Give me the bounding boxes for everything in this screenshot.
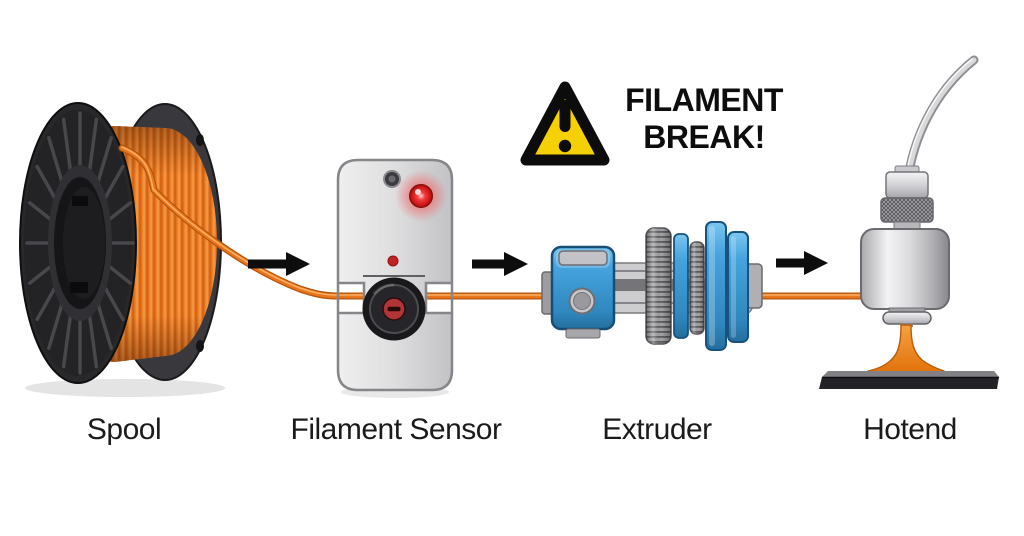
- hotend-body: [860, 228, 950, 310]
- component-label-hotend: Hotend: [863, 413, 957, 446]
- sensor-led-icon: [409, 184, 433, 208]
- extruder-gears: [645, 221, 749, 351]
- arrow-right-icon: [776, 251, 828, 275]
- arrow-right-icon: [248, 252, 310, 276]
- warning-line-2: BREAK!: [643, 119, 765, 155]
- component-label-spool: Spool: [86, 413, 162, 446]
- hotend-knurled-nut: [880, 197, 934, 223]
- molten-filament-stream: [867, 324, 945, 375]
- filament-path: [118, 144, 554, 300]
- warning-triangle-icon: [520, 81, 610, 166]
- warning-line-1: FILAMENT: [625, 82, 783, 118]
- component-label-extruder: Extruder: [602, 413, 712, 446]
- arrow-right-icon: [472, 252, 528, 276]
- filament-path-to-hotend: [748, 292, 870, 300]
- hotend-illustration: [819, 55, 999, 389]
- sensor-knob: [362, 277, 426, 341]
- extruder-motor: [550, 245, 616, 339]
- filament-sensor-illustration: [336, 158, 454, 392]
- spool-front-flange: [19, 102, 137, 384]
- hotend-nozzle: [882, 311, 932, 325]
- component-label-filament-sensor: Filament Sensor: [290, 413, 502, 446]
- print-bed: [819, 371, 999, 389]
- warning-text: FILAMENT BREAK!: [598, 82, 810, 156]
- spool-spokes: [25, 111, 135, 375]
- sensor-indicator-dot: [387, 255, 399, 267]
- hotend-top-cap: [885, 171, 929, 199]
- extruder-illustration: [541, 221, 763, 351]
- spool-illustration: [19, 102, 222, 384]
